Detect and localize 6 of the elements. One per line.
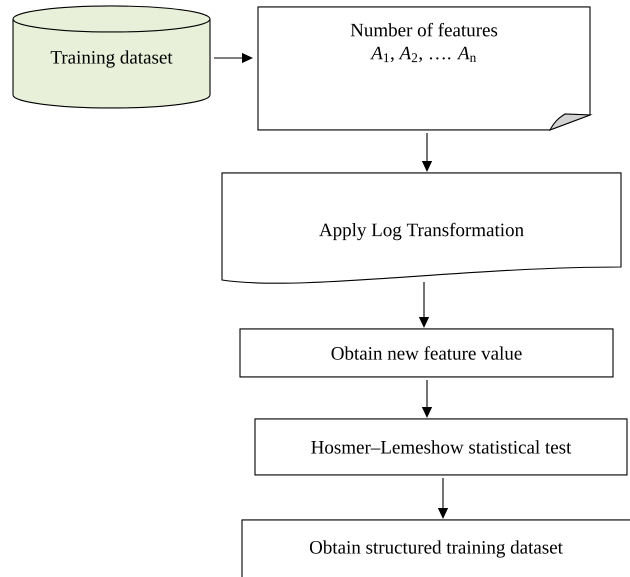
note-box: Number of features A$_{1}$, A$_{2}$, …. A$_{n}$ bbox=[257, 6, 591, 131]
database-cylinder: Training dataset bbox=[12, 5, 211, 109]
document-box: Apply Log Transformation bbox=[221, 172, 622, 284]
process-box: Obtain structured training dataset bbox=[241, 519, 630, 577]
process-box: Hosmer–Lemeshow statistical test bbox=[254, 418, 628, 476]
process-box: Obtain new feature value bbox=[239, 328, 614, 378]
